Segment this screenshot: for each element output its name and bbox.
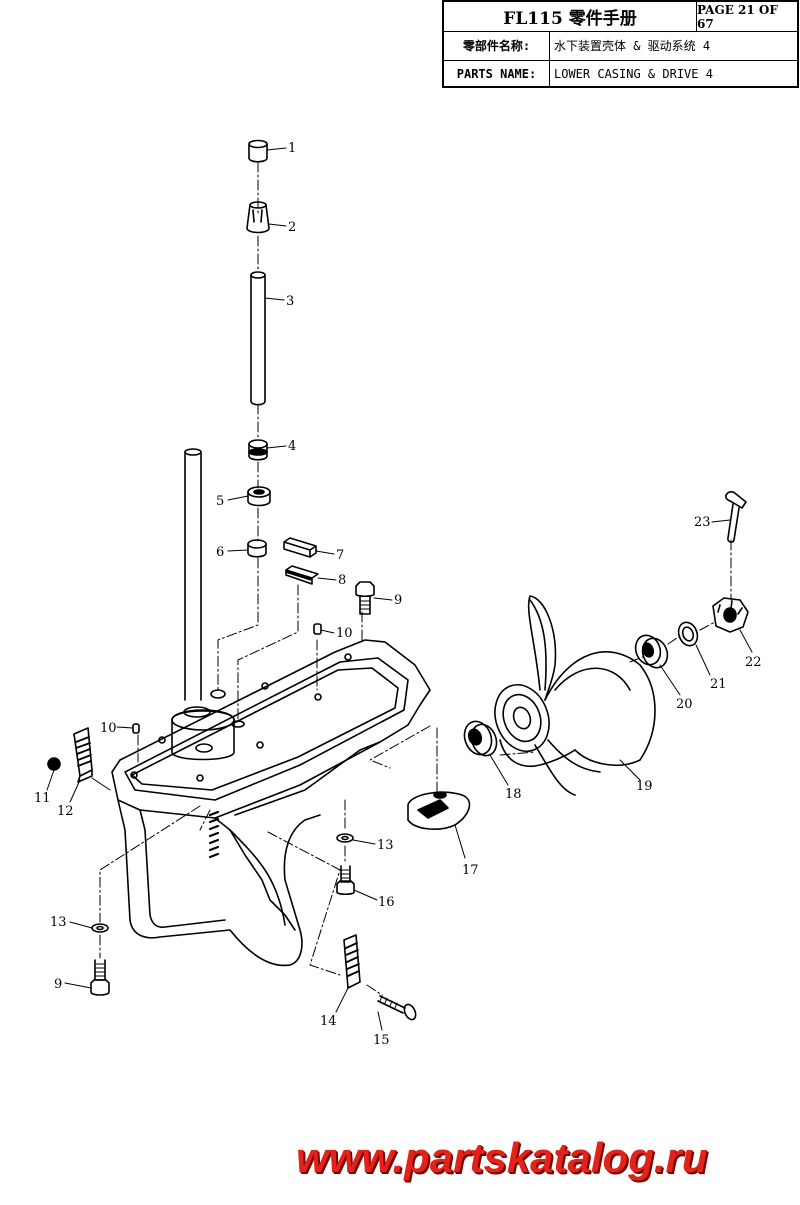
part-12-anode — [73, 727, 93, 783]
callout-label: 21 — [710, 677, 727, 692]
callout-label: 5 — [216, 494, 224, 509]
lower-casing — [111, 639, 431, 967]
part-20-spacer — [634, 634, 669, 669]
callout-label: 3 — [286, 294, 294, 309]
part-13-washer — [336, 833, 354, 843]
part-5-bushing — [247, 486, 271, 507]
callout-label: 12 — [57, 804, 74, 819]
callout-label: 14 — [320, 1014, 337, 1029]
part-14-anode — [343, 934, 361, 989]
callout-label: 9 — [54, 977, 62, 992]
part-9-bolt — [355, 581, 375, 615]
part-18-thrust-washer — [463, 720, 498, 757]
part-7-key — [283, 537, 317, 558]
leader-lines — [46, 147, 753, 1031]
callout-label: 2 — [288, 220, 296, 235]
part-10-pin — [313, 623, 322, 635]
page-number: PAGE 21 OF 67 — [696, 2, 797, 31]
callout-label: 7 — [336, 548, 344, 563]
callout-label: 10 — [336, 626, 353, 641]
part-3-tube — [250, 271, 266, 406]
part-10-pin-left — [132, 723, 140, 734]
chinese-name-value: 水下装置壳体 & 驱动系统 4 — [549, 31, 797, 60]
chinese-name-label: 零部件名称: — [462, 39, 531, 53]
manual-title: FL115 零件手册 — [503, 9, 637, 29]
callout-label: 4 — [288, 439, 296, 454]
callout-label: 13 — [50, 915, 67, 930]
callout-label: 15 — [373, 1033, 390, 1048]
callout-label: 8 — [338, 573, 346, 588]
part-19-propeller — [494, 595, 656, 796]
part-1-cap — [248, 139, 268, 163]
english-name-value: LOWER CASING & DRIVE 4 — [549, 60, 797, 88]
callout-label: 22 — [745, 655, 762, 670]
callout-label: 6 — [216, 545, 224, 560]
english-name-row: PARTS NAME: LOWER CASING & DRIVE 4 — [444, 60, 797, 88]
part-17-trim-tab — [407, 791, 471, 830]
part-2-grommet — [246, 201, 270, 234]
part-15-screw — [377, 995, 417, 1021]
part-23-cotter-pin — [725, 491, 747, 543]
part-9-bolt-left — [90, 959, 110, 996]
assembly-centerlines — [99, 161, 732, 996]
part-22-castle-nut — [712, 597, 749, 633]
watermark-text: www.partskatalog.ru — [296, 1134, 708, 1181]
driveshaft — [184, 448, 202, 701]
part-13-washer-left — [91, 923, 109, 933]
part-6-ring — [247, 539, 267, 558]
part-11-nut — [47, 757, 61, 771]
callout-label: 9 — [394, 593, 402, 608]
part-16-bolt — [336, 865, 355, 896]
callout-label: 18 — [505, 787, 522, 802]
callout-labels: 1 2 3 4 5 6 7 8 9 10 10 11 12 13 14 15 1… — [34, 141, 762, 1048]
title-row: FL115 零件手册 PAGE 21 OF 67 — [444, 2, 797, 32]
title-block: FL115 零件手册 PAGE 21 OF 67 零部件名称: 水下装置壳体 &… — [442, 0, 799, 88]
english-name-label: PARTS NAME: — [456, 67, 537, 81]
part-21-washer — [677, 621, 699, 647]
callout-label: 13 — [377, 838, 394, 853]
chinese-name-row: 零部件名称: 水下装置壳体 & 驱动系统 4 — [444, 31, 797, 61]
callout-label: 1 — [288, 141, 296, 156]
callout-label: 20 — [676, 697, 693, 712]
callout-label: 17 — [462, 863, 479, 878]
callout-label: 16 — [378, 895, 395, 910]
part-8-plate — [285, 565, 319, 585]
callout-label: 23 — [694, 515, 711, 530]
callout-label: 11 — [34, 791, 51, 806]
callout-label: 19 — [636, 779, 653, 794]
callout-label: 10 — [100, 721, 117, 736]
part-4-seal — [248, 439, 268, 461]
